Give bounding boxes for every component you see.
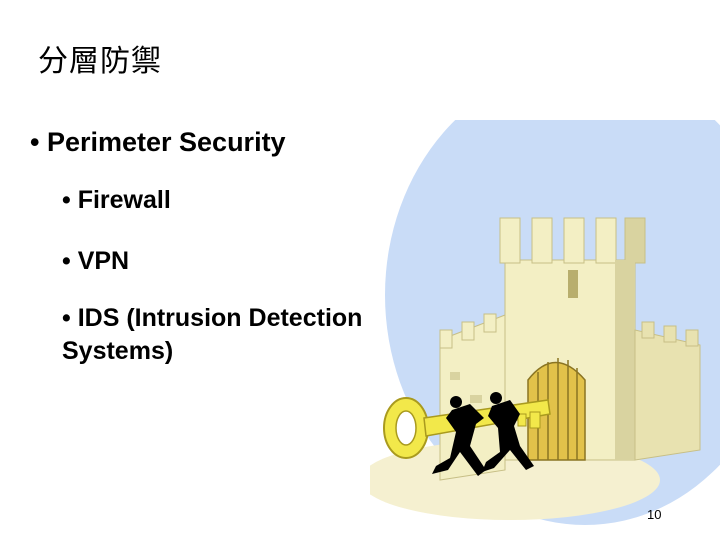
castle-key-illustration <box>370 120 720 525</box>
running-figures <box>432 392 534 476</box>
bullet-perimeter-security: • Perimeter Security <box>30 127 286 157</box>
page-number: 10 <box>647 507 662 522</box>
bullet-vpn: • VPN <box>62 247 130 275</box>
bullet-ids: • IDS (Intrusion Detection Systems) <box>62 304 363 365</box>
castle-wall-right <box>634 321 701 461</box>
bullet-firewall: • Firewall <box>62 186 171 214</box>
slide-title: 分層防禦 <box>38 44 162 79</box>
